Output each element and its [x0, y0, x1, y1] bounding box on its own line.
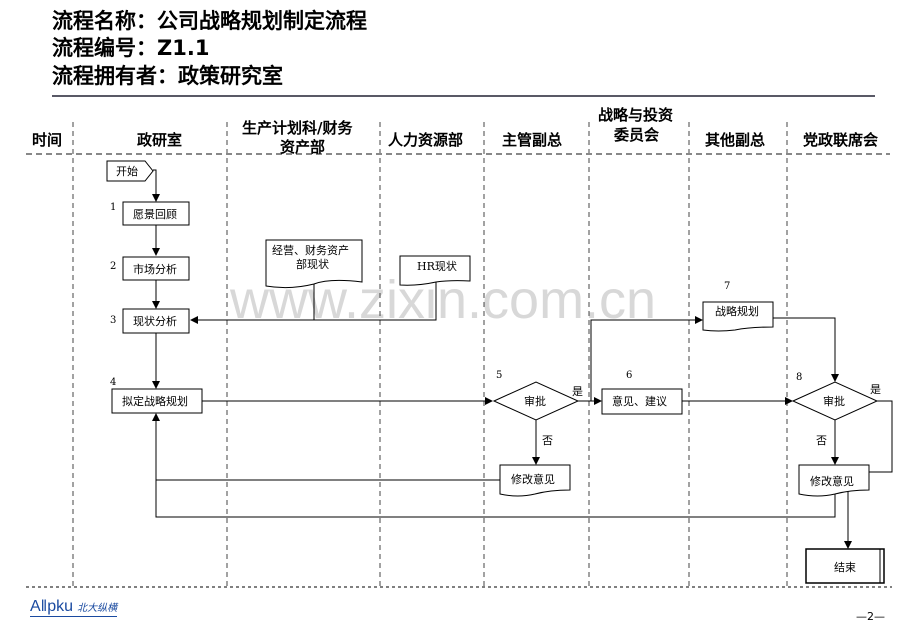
svg-text:开始: 开始	[116, 164, 138, 178]
step-6-opinions: 6 意见、建议	[601, 370, 683, 415]
svg-text:战略规划: 战略规划	[715, 304, 759, 318]
svg-text:修改意见: 修改意见	[810, 474, 854, 488]
svg-text:愿景回顾: 愿景回顾	[133, 208, 177, 221]
svg-text:1: 1	[110, 202, 116, 213]
svg-text:7: 7	[724, 281, 730, 292]
svg-text:是: 是	[870, 383, 881, 396]
svg-text:市场分析: 市场分析	[133, 262, 177, 276]
start-node: 开始	[106, 160, 154, 182]
svg-text:5: 5	[496, 370, 502, 381]
svg-text:审批: 审批	[524, 394, 546, 408]
step-4-draft-strategy: 4 拟定战略规划	[110, 377, 203, 414]
svg-text:4: 4	[110, 377, 116, 388]
step-5-approval-decision: 5 审批 是 否	[492, 370, 583, 447]
svg-text:拟定战略规划: 拟定战略规划	[122, 394, 188, 408]
svg-text:修改意见: 修改意见	[511, 472, 555, 486]
step-7-strategy-plan-document: 7 战略规划	[702, 281, 774, 332]
lane-joint-meeting: 党政联席会	[803, 131, 878, 149]
svg-text:是: 是	[572, 385, 583, 398]
lane-other-vp: 其他副总	[705, 131, 765, 149]
lane-hr: 人力资源部	[388, 131, 463, 149]
lane-finance-1: 生产计划科/财务	[242, 119, 353, 137]
lane-policy-office: 政研室	[137, 131, 182, 149]
svg-text:否: 否	[816, 434, 827, 447]
svg-text:现状分析: 现状分析	[133, 314, 177, 328]
page-number: —2—	[856, 610, 885, 623]
svg-text:部现状: 部现状	[296, 257, 329, 271]
lane-committee-2: 委员会	[614, 126, 659, 144]
svg-text:审批: 审批	[823, 394, 845, 408]
lane-time: 时间	[32, 131, 62, 149]
svg-text:2: 2	[110, 261, 116, 272]
svg-text:8: 8	[796, 372, 802, 383]
step-2-market-analysis: 2 市场分析	[110, 256, 190, 281]
svg-text:否: 否	[542, 434, 553, 447]
lane-vp: 主管副总	[502, 131, 562, 149]
process-name: 流程名称：公司战略规划制定流程	[52, 9, 367, 33]
step-8-approval-decision: 8 审批 是 否	[791, 372, 881, 447]
lane-grid	[72, 122, 788, 587]
revise-opinion-1: 修改意见	[499, 464, 571, 497]
svg-text:意见、建议: 意见、建议	[612, 394, 667, 408]
lane-finance-2: 资产部	[280, 138, 325, 156]
revise-opinion-2: 修改意见	[798, 464, 892, 497]
svg-text:6: 6	[626, 370, 632, 381]
step-1-vision-review: 1 愿景回顾	[110, 201, 190, 226]
lane-committee-1: 战略与投资	[598, 106, 673, 124]
svg-text:HR现状: HR现状	[417, 259, 457, 273]
connectors	[152, 169, 893, 549]
step-3-status-analysis: 3 现状分析	[110, 308, 190, 334]
hr-status-document: HR现状	[399, 255, 471, 286]
process-owner: 流程拥有者：政策研究室	[52, 64, 283, 88]
end-node: 结束	[805, 548, 885, 584]
svg-text:结束: 结束	[834, 561, 856, 574]
svg-text:经营、财务资产: 经营、财务资产	[272, 243, 349, 257]
finance-status-document: 经营、财务资产 部现状	[265, 239, 363, 289]
svg-text:3: 3	[110, 315, 116, 326]
process-number: 流程编号：Z1.1	[52, 36, 210, 60]
